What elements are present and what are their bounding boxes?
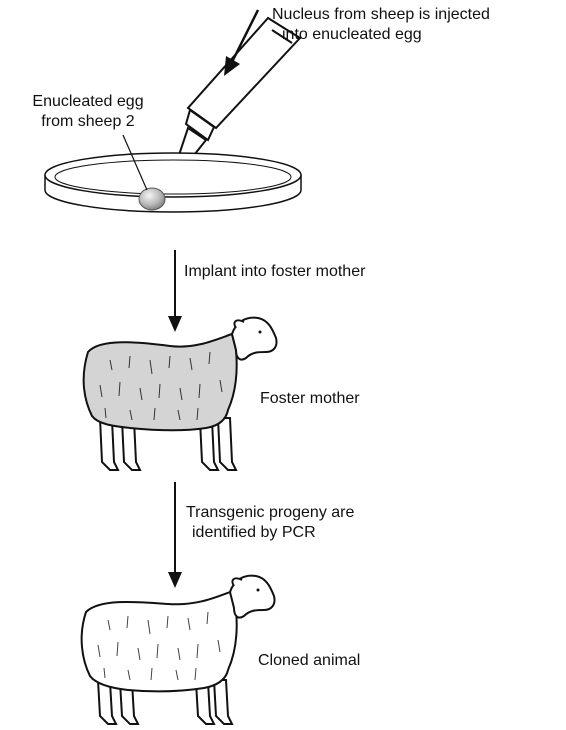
foster-label: Foster mother bbox=[260, 389, 360, 409]
pcr-label-line1: Transgenic progeny are bbox=[186, 503, 354, 523]
egg-icon bbox=[139, 188, 165, 210]
injection-label: Nucleus from sheep is injected into enuc… bbox=[272, 5, 490, 45]
egg-label-line2: from sheep 2 bbox=[8, 112, 168, 132]
petri-dish-icon bbox=[45, 153, 301, 212]
egg-label: Enucleated egg from sheep 2 bbox=[8, 92, 168, 132]
pcr-label-line2: identified by PCR bbox=[186, 523, 354, 543]
foster-sheep-icon bbox=[84, 318, 277, 470]
pcr-arrow-icon bbox=[168, 482, 182, 588]
egg-label-line1: Enucleated egg bbox=[8, 92, 168, 112]
cloned-label: Cloned animal bbox=[258, 651, 360, 671]
implant-label: Implant into foster mother bbox=[184, 262, 365, 282]
implant-arrow-icon bbox=[168, 250, 182, 332]
cloned-sheep-icon bbox=[82, 576, 275, 724]
injection-label-line1: Nucleus from sheep is injected bbox=[272, 5, 490, 25]
pcr-label: Transgenic progeny are identified by PCR bbox=[186, 503, 354, 543]
injection-label-line2: into enucleated egg bbox=[272, 25, 490, 45]
